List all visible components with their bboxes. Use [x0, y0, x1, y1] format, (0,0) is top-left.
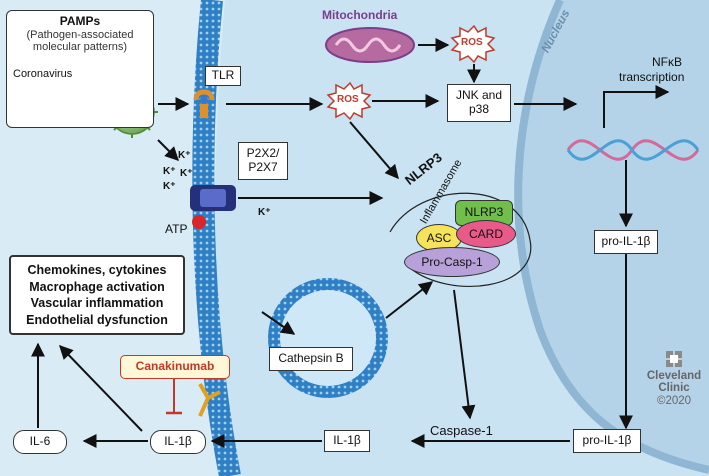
cathepsin-box: Cathepsin B [269, 347, 353, 371]
inflammasome-ring [389, 192, 532, 287]
ros-top-label: ROS [461, 37, 483, 48]
ros-burst-mid [326, 81, 372, 121]
atp-label: ATP [165, 222, 188, 236]
dna-icon [566, 139, 700, 161]
jnk-box: JNK and p38 [447, 84, 511, 122]
atp-molecule-icon [192, 215, 206, 229]
effect-4: Endothelial dysfunction [26, 312, 168, 327]
mitochondria-label: Mitochondria [322, 8, 398, 22]
arrow-transcription [603, 85, 670, 128]
arrow-vesicle-inflammasome [385, 281, 434, 319]
cleveland-clinic-mark-icon [666, 351, 682, 367]
ros-mid-label: ROS [337, 94, 359, 105]
p2x-line1: P2X2/ [246, 146, 280, 161]
il1b-left-label: IL-1β [164, 434, 192, 449]
il1b-right-box: IL-1β [324, 430, 370, 452]
jnk-line2: p38 [468, 102, 490, 116]
tlr-label: TLR [211, 68, 235, 83]
mitochondria-icon [325, 27, 415, 63]
card-label: CARD [468, 227, 503, 241]
pamps-box: PAMPs (Pathogen-associated molecular pat… [6, 10, 154, 128]
nfkb-line1: NFκB [652, 55, 682, 69]
arrow-il1b-effects [59, 344, 143, 432]
asc-label: ASC [426, 231, 452, 245]
p2x-channel-icon [190, 185, 236, 211]
effects-box: Chemokines, cytokines Macrophage activat… [9, 255, 185, 335]
canakinumab-box: Canakinumab [120, 355, 230, 379]
pamps-subtitle-1: (Pathogen-associated [26, 28, 134, 41]
nfkb-line2: transcription [619, 70, 685, 84]
arrow-ros-nlrp3 [349, 121, 399, 180]
arrow-k-efflux [157, 139, 179, 161]
arrow-casp-caspase1 [453, 289, 476, 420]
pamps-title: PAMPs [59, 14, 101, 28]
card-ellipse: CARD [456, 220, 516, 248]
logo-line2: Clinic [658, 382, 690, 395]
k-ion-label-1: K⁺ [178, 150, 191, 161]
k-ion-label-2: K⁺ [163, 166, 176, 177]
cathepsin-label: Cathepsin B [278, 351, 344, 366]
effect-1: Chemokines, cytokines [27, 263, 167, 277]
il6-label: IL-6 [29, 434, 51, 449]
logo-line1: Cleveland [646, 370, 702, 382]
coronavirus-label: Coronavirus [13, 68, 73, 81]
pro-casp-label: Pro-Casp-1 [421, 255, 483, 269]
nlrp3-box-label: NLRP3 [464, 205, 504, 220]
tlr-receptor-icon [193, 89, 215, 118]
p2x-box: P2X2/ P2X7 [238, 142, 288, 180]
canakinumab-label: Canakinumab [135, 359, 215, 374]
il6-box: IL-6 [13, 430, 67, 454]
k-ion-label-4: K⁺ [163, 181, 176, 192]
pro-il1b-bottom-label: pro-IL-1β [582, 433, 632, 448]
pamps-subtitle-2: molecular patterns) [32, 41, 128, 54]
il1b-right-label: IL-1β [333, 433, 361, 448]
nfkb-label: NFκB [652, 55, 682, 70]
k-ion-label-5: K⁺ [258, 207, 271, 218]
pro-il1b-mid-label: pro-IL-1β [601, 234, 651, 249]
effect-3: Vascular inflammation [30, 296, 164, 310]
antibody-icon [198, 383, 221, 417]
arrow-membrane-vesicle [261, 311, 296, 335]
effect-2: Macrophage activation [29, 279, 165, 294]
vesicle [268, 278, 388, 398]
pro-il1b-mid-box: pro-IL-1β [594, 230, 658, 254]
k-ion-label-3: K⁺ [180, 168, 193, 179]
pro-il1b-bottom-box: pro-IL-1β [573, 429, 641, 453]
pro-casp-ellipse: Pro-Casp-1 [404, 247, 500, 277]
ros-burst-top [450, 24, 496, 64]
jnk-line1: JNK and [455, 88, 503, 103]
il1b-left-box: IL-1β [150, 430, 206, 454]
cleveland-clinic-logo: Cleveland Clinic ©2020 [646, 351, 702, 407]
caspase1-label: Caspase-1 [430, 423, 493, 438]
tlr-box: TLR [205, 66, 241, 86]
p2x-line2: P2X7 [248, 160, 278, 174]
logo-year: ©2020 [656, 394, 692, 407]
